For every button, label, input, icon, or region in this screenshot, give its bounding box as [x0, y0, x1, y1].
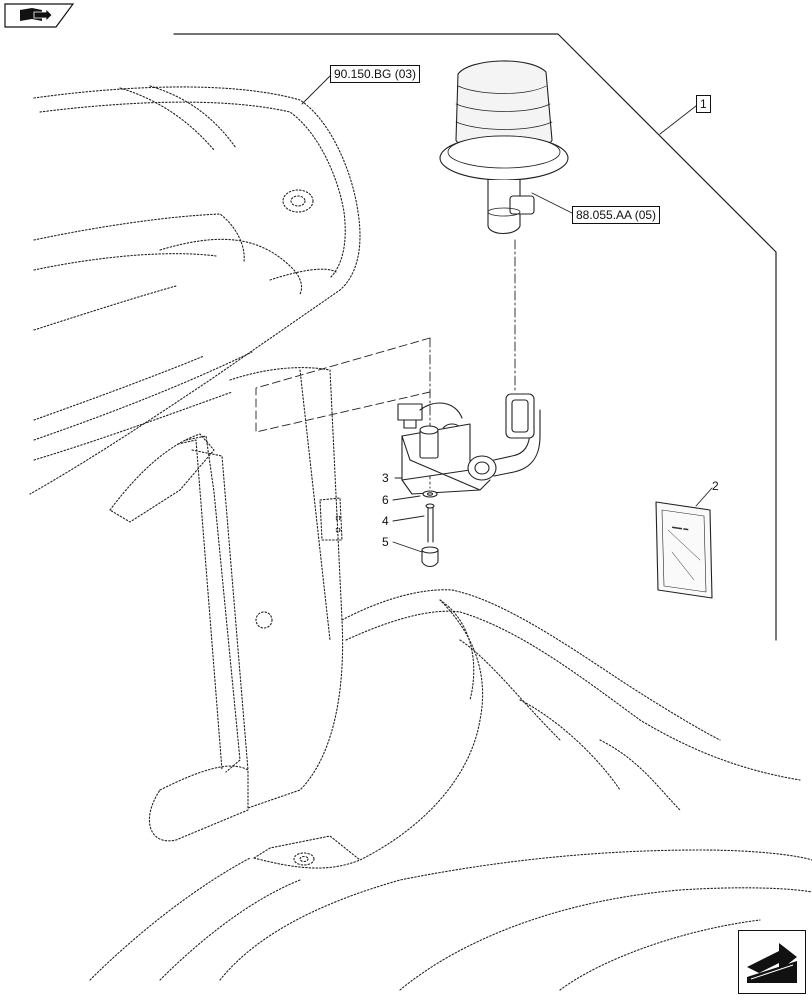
next-page-arrow-icon[interactable] [738, 930, 806, 994]
ref-assembly-1[interactable]: 1 [696, 95, 711, 113]
svg-text:▬▬ ▬: ▬▬ ▬ [672, 524, 689, 532]
book-arrow-shape [4, 3, 75, 28]
item-number-nut: 5 [382, 535, 389, 549]
next-page-arrow-shape [747, 943, 797, 983]
ref-cab-90-150-bg[interactable]: 90.150.BG (03) [330, 65, 421, 83]
decal-booklet: ▬▬ ▬ [655, 501, 713, 599]
assembly-boundary-line [173, 33, 777, 641]
item-number-washer: 6 [382, 493, 389, 507]
item-number-decal: 2 [712, 479, 719, 493]
cab-pillar [109, 367, 344, 842]
fasteners [421, 490, 439, 568]
bracket-assembly [397, 393, 541, 495]
book-arrow-icon[interactable] [4, 3, 75, 28]
item-number-bolt: 4 [382, 514, 389, 528]
phantom-outline [255, 337, 431, 433]
item-number-bracket: 3 [382, 471, 389, 485]
fender-and-tyre [89, 589, 812, 991]
cab-roof [29, 85, 361, 495]
ref-beacon-88-055-aa[interactable]: 88.055.AA (05) [572, 206, 661, 224]
beacon-lamp [439, 60, 569, 235]
